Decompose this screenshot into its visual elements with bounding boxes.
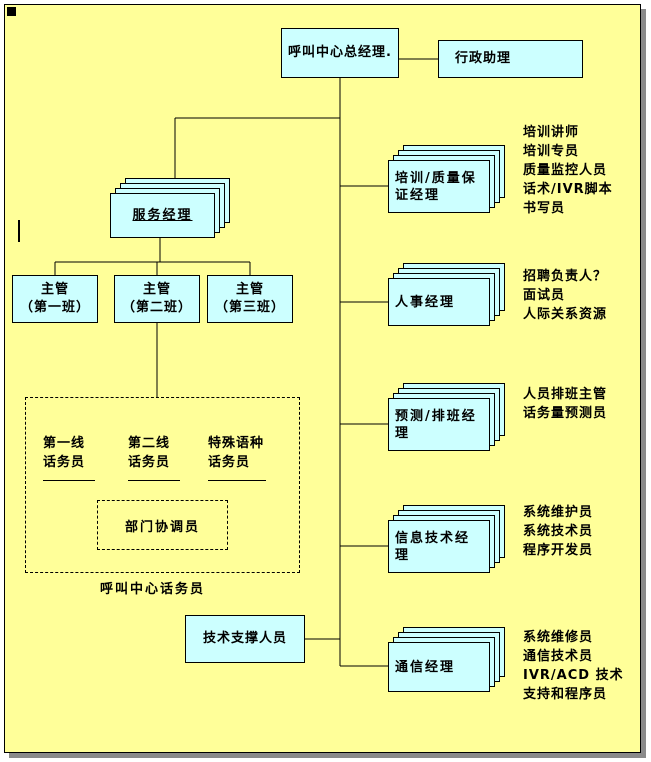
document-page: 呼叫中心总经理. 行政助理 服务经理 主管 （第一班） 主管 （第二班） 主管 …: [4, 4, 641, 753]
supervisor-shift2-label: 主管 （第二班）: [121, 282, 192, 315]
org-box-supervisor-shift1[interactable]: 主管 （第一班）: [12, 275, 98, 323]
operator-group-box[interactable]: [25, 397, 300, 573]
stack-front: 人事经理: [388, 278, 490, 326]
org-box-admin-assistant[interactable]: 行政助理: [438, 40, 583, 78]
underline: [128, 480, 180, 481]
forecast-staff-list: 人员排班主管 话务量预测员: [523, 387, 608, 421]
org-stack-it-manager[interactable]: 信息技术经理: [388, 505, 505, 573]
org-stack-forecast-scheduling-manager[interactable]: 预测/排班经理: [388, 383, 505, 451]
supervisor-shift1-label: 主管 （第一班）: [19, 282, 90, 315]
org-stack-hr-manager[interactable]: 人事经理: [388, 263, 505, 326]
org-stack-training-qa-manager[interactable]: 培训/质量保证经理: [388, 145, 505, 213]
department-coordinator-label: 部门协调员: [124, 519, 200, 535]
org-box-department-coordinator[interactable]: 部门协调员: [97, 500, 228, 550]
training-qa-staff-list: 培训讲师 培训专员 质量监控人员 话术/IVR脚本 书写员: [523, 125, 613, 216]
stack-front: 服务经理: [110, 193, 215, 238]
org-box-supervisor-shift3[interactable]: 主管 （第三班）: [207, 275, 293, 323]
admin-assistant-label: 行政助理: [455, 51, 512, 66]
service-manager-label: 服务经理: [132, 208, 193, 223]
training-qa-manager-label: 培训/质量保证经理: [395, 170, 477, 203]
tech-support-label: 技术支撑人员: [202, 631, 287, 646]
text-cursor: [18, 220, 20, 242]
it-manager-label: 信息技术经理: [395, 530, 471, 563]
operator-group-caption: 呼叫中心话务员: [100, 582, 206, 597]
org-box-tech-support[interactable]: 技术支撑人员: [185, 615, 305, 663]
hr-manager-label: 人事经理: [395, 294, 456, 310]
underline: [208, 480, 266, 481]
operator-special-language-label: 特殊语种 话务员: [208, 436, 265, 470]
supervisor-shift3-label: 主管 （第三班）: [214, 282, 285, 315]
communications-manager-label: 通信经理: [395, 659, 456, 675]
stack-front: 培训/质量保证经理: [388, 160, 490, 213]
org-stack-communications-manager[interactable]: 通信经理: [388, 627, 505, 692]
general-manager-label: 呼叫中心总经理.: [288, 45, 392, 60]
hr-staff-list: 招聘负责人？ 面试员 人际关系资源: [523, 269, 608, 322]
underline: [43, 480, 95, 481]
operator-line1-label: 第一线 话务员: [43, 436, 86, 470]
it-staff-list: 系统维护员 系统技术员 程序开发员: [523, 505, 594, 558]
stack-front: 预测/排班经理: [388, 398, 490, 451]
anchor-marker: [7, 7, 16, 16]
forecast-scheduling-manager-label: 预测/排班经理: [395, 408, 477, 441]
operator-special-language: 特殊语种 话务员: [208, 415, 266, 500]
stack-front: 信息技术经理: [388, 520, 490, 573]
operator-line2: 第二线 话务员: [128, 415, 180, 500]
stack-front: 通信经理: [388, 642, 490, 692]
org-box-supervisor-shift2[interactable]: 主管 （第二班）: [114, 275, 200, 323]
org-stack-service-manager[interactable]: 服务经理: [110, 178, 230, 238]
operator-line2-label: 第二线 话务员: [128, 436, 171, 470]
communications-staff-list: 系统维修员 通信技术员 IVR/ACD 技术 支持和程序员: [523, 630, 624, 702]
org-box-general-manager[interactable]: 呼叫中心总经理.: [281, 28, 399, 78]
operator-line1: 第一线 话务员: [43, 415, 95, 500]
